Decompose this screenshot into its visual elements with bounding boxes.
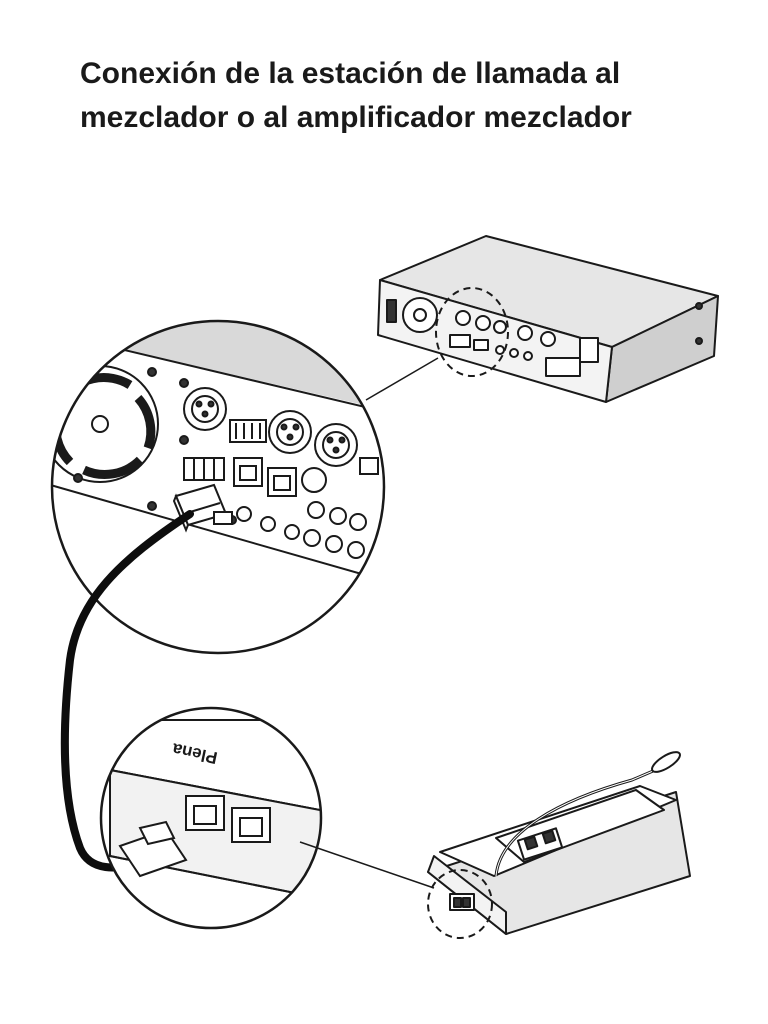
leader-line-top: [365, 357, 439, 401]
magnifier-station-ports: Plena: [99, 706, 323, 930]
rj45-cable-icon: [60, 510, 194, 872]
magnifier-mixer-panel: [50, 319, 386, 655]
call-station-icon: [427, 751, 691, 939]
mixer-amplifier-icon: [377, 235, 719, 403]
page-title: Conexión de la estación de llamada al me…: [80, 57, 632, 134]
leader-line-bottom: [299, 841, 435, 889]
